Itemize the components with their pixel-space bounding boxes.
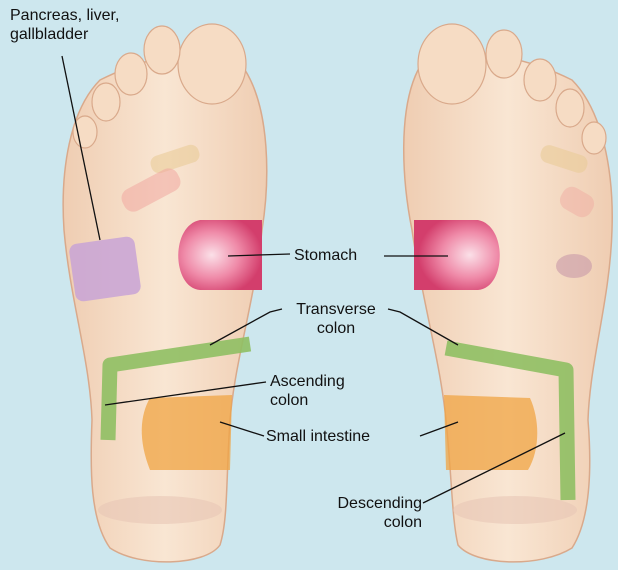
right-big-toe xyxy=(418,24,486,104)
left-pancreas-liver-gallbladder-zone xyxy=(68,236,141,303)
label-descending-line2: colon xyxy=(300,513,422,532)
left-big-toe xyxy=(178,24,246,104)
left-foot xyxy=(63,24,267,562)
right-heel-crease xyxy=(453,496,577,524)
right-toe-3 xyxy=(524,59,556,101)
left-toe-4 xyxy=(92,83,120,121)
left-toe-3 xyxy=(115,53,147,95)
label-stomach: Stomach xyxy=(294,246,357,265)
label-transverse-line1: Transverse xyxy=(278,300,394,319)
label-small-intestine: Small intestine xyxy=(266,427,370,446)
label-ascending-colon: Ascending colon xyxy=(270,372,345,410)
right-toe-4 xyxy=(556,89,584,127)
right-foot xyxy=(404,24,612,562)
right-toe-2 xyxy=(486,30,522,78)
left-heel-crease xyxy=(98,496,222,524)
label-transverse-colon: Transverse colon xyxy=(278,300,394,338)
right-toe-5 xyxy=(582,122,606,154)
label-pancreas-line1: Pancreas, liver, xyxy=(10,6,119,25)
label-descending-colon: Descending colon xyxy=(300,494,422,532)
right-small-intestine-zone xyxy=(444,395,537,470)
right-foot-sole xyxy=(404,55,612,562)
label-ascending-line1: Ascending xyxy=(270,372,345,391)
left-small-intestine-zone xyxy=(142,395,232,470)
label-descending-line1: Descending xyxy=(300,494,422,513)
label-pancreas-liver-gallbladder: Pancreas, liver, gallbladder xyxy=(10,6,119,44)
label-transverse-line2: colon xyxy=(278,319,394,338)
left-toe-2 xyxy=(144,26,180,74)
right-stomach-zone xyxy=(414,220,500,290)
left-toe-5 xyxy=(73,116,97,148)
label-pancreas-line2: gallbladder xyxy=(10,25,119,44)
label-ascending-line2: colon xyxy=(270,391,345,410)
right-faint-mauve-zone xyxy=(556,254,592,278)
